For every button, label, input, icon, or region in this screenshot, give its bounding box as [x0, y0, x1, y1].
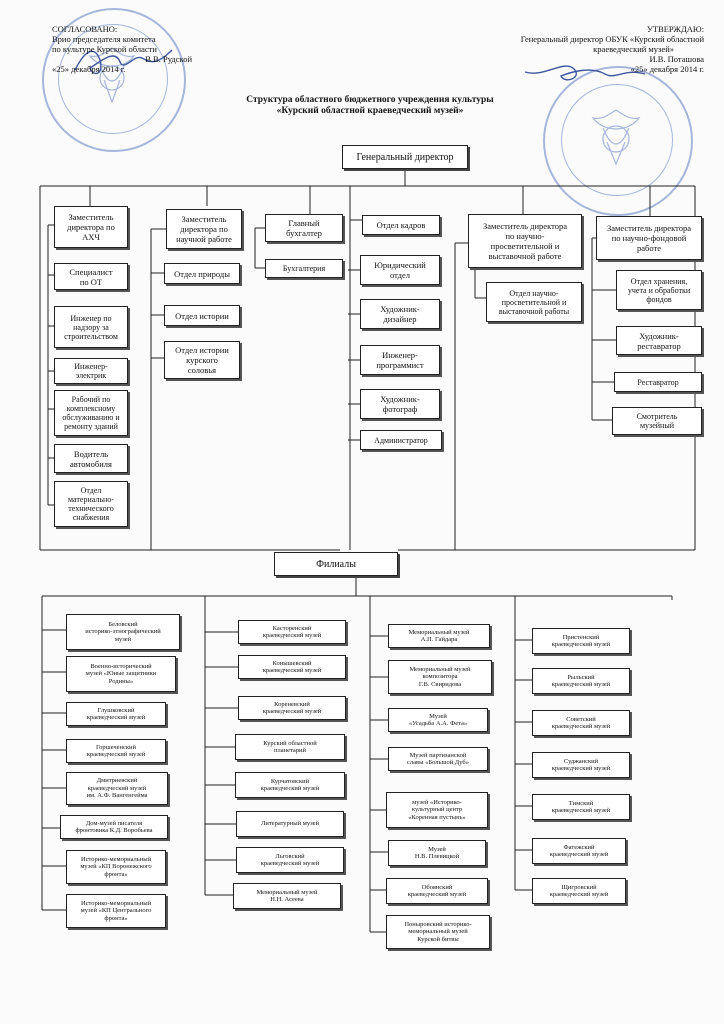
photographer-artist: Художник- фотограф: [360, 389, 440, 419]
branch-gaidar: Мемориальный музей А.П. Гайдара: [388, 624, 490, 648]
branch-lgovsky: Льговский краеведческий музей: [236, 847, 344, 873]
branch-timsky: Тимский краеведческий музей: [532, 794, 630, 820]
title-line-1: Структура областного бюджетного учрежден…: [246, 95, 494, 105]
deputy-director-ahch: Заместитель директора по АХЧ: [54, 206, 128, 248]
branch-sudzhansky: Суджанский краеведческий музей: [532, 752, 630, 778]
right-signature: [524, 65, 646, 81]
branch-literary: Литературный музей: [236, 811, 344, 837]
approval-left-label: СОГЛАСОВАНО:: [52, 24, 118, 34]
designer-artist: Художник- дизайнер: [360, 299, 440, 329]
accounting-department: Бухгалтерия: [265, 259, 343, 278]
left-signature: [74, 49, 173, 75]
branch-sviridov: Мемориальный музей композитора Г.В. Свир…: [388, 660, 492, 694]
legal-department: Юридический отдел: [360, 255, 440, 285]
title-line-2: «Курский областной краеведческий музей»: [276, 106, 464, 116]
software-engineer: Инженер- программист: [360, 345, 440, 375]
branch-kastorensky: Касторенский краеведческий музей: [238, 620, 346, 644]
construction-supervision-engineer: Инженер по надзору за строительством: [54, 306, 128, 348]
branch-shchigrovsky: Щигровский краеведческий музей: [532, 878, 626, 904]
branch-dmitrievsky: Дмитриевский краеведческий музей им. А.Ф…: [66, 772, 168, 805]
branch-belovsky: Беловский историко-этнографический музей: [66, 614, 180, 650]
deputy-director-fund: Заместитель директора по научно-фондовой…: [596, 216, 702, 260]
labor-safety-specialist: Специалист по ОТ: [54, 263, 128, 290]
branches-box: Филиалы: [274, 552, 398, 576]
driver: Водитель автомобиля: [54, 444, 128, 473]
electrical-engineer: Инженер- электрик: [54, 358, 128, 384]
approval-right: УТВЕРЖДАЮ: Генеральный директор ОБУК «Ку…: [478, 24, 704, 74]
branch-korennaya-pustyn: музей «Историко- культурный центр «Корен…: [386, 792, 488, 828]
approval-right-position: Генеральный директор ОБУК «Курский облас…: [520, 34, 704, 44]
branch-glushkovsky: Глушковский краеведческий музей: [66, 702, 166, 726]
approval-left-position: Врио председателя комитета: [52, 34, 156, 44]
approval-left-date: «25» декабря 2014 г.: [52, 64, 126, 74]
branch-kurchatovsky: Курчатовский краеведческий музей: [235, 772, 345, 798]
history-department: Отдел истории: [164, 305, 240, 326]
branch-rylsky: Рыльский краеведческий музей: [532, 668, 630, 694]
restorer: Реставратор: [614, 372, 702, 392]
branch-bolshoy-dub: Музей партизанской славы «Большой Дуб»: [388, 747, 488, 771]
approval-right-date: «25» декабря 2014 г.: [630, 64, 704, 74]
deputy-director-outreach: Заместитель директора по научно- просвет…: [468, 214, 582, 268]
branch-konyshevsky: Конышевский краеведческий музей: [238, 655, 346, 679]
approval-left-org: по культуре Курской области: [52, 44, 157, 54]
left-seal-stamp: [42, 8, 186, 152]
branch-sovetsky: Советский краеведческий музей: [532, 710, 630, 736]
maintenance-worker: Рабочий по комплексному обслуживанию и р…: [54, 390, 128, 436]
deputy-director-science: Заместитель директора по научной работе: [166, 209, 242, 249]
outreach-exhibition-department: Отдел научно- просветительной и выставоч…: [486, 282, 582, 322]
restorer-artist: Художник- реставратор: [616, 326, 702, 355]
page-title: Структура областного бюджетного учрежден…: [190, 95, 550, 117]
branch-planetarium: Курский областной планетарий: [235, 734, 345, 760]
museum-caretaker: Смотритель музейный: [612, 407, 702, 435]
hr-department: Отдел кадров: [362, 215, 440, 235]
approval-left: СОГЛАСОВАНО: Врио председателя комитета …: [52, 24, 192, 74]
branch-central-front: Историко-мемориальный музей «КП Централь…: [66, 894, 166, 928]
chief-accountant: Главный бухгалтер: [265, 214, 343, 242]
branch-pristensky: Пристенский краеведческий музей: [532, 628, 630, 654]
nature-department: Отдел природы: [164, 263, 240, 284]
material-supply-department: Отдел материально- технического снабжени…: [54, 481, 128, 527]
branch-gorshechensky: Горшеченский краеведческий музей: [66, 739, 166, 763]
branch-voronezh-front: Историко-мемориальный музей «КП Воронежс…: [66, 850, 166, 884]
approval-right-org: краеведческий музей»: [593, 44, 674, 54]
storage-accounting-department: Отдел хранения, учета и обработки фондов: [616, 270, 702, 310]
branch-plevitskaya: Музей Н.В. Плевицкой: [388, 840, 486, 866]
kursk-nightingale-history-department: Отдел истории курского соловья: [164, 341, 240, 379]
general-director-box: Генеральный директор: [342, 145, 468, 169]
approval-right-name: И.В. Поташова: [649, 54, 704, 64]
branch-vorobyev-house: Дом-музей писателя фронтовика К.Д. Вороб…: [60, 815, 168, 839]
right-seal-stamp: [543, 66, 693, 216]
approval-left-name: В.В. Рудской: [145, 54, 192, 64]
approval-right-label: УТВЕРЖДАЮ:: [646, 24, 704, 34]
branch-fatezhsky: Фатежский краеведческий музей: [532, 838, 626, 864]
branch-oboyansky: Обоянский краеведческий музей: [386, 878, 488, 904]
branch-ponyrovsky: Поныровский историко- мемориальный музей…: [386, 915, 490, 949]
branch-korenevsky: Кореневский краеведческий музей: [238, 696, 346, 720]
branch-young-defenders: Военно-исторический музей «Юные защитник…: [66, 656, 176, 692]
branch-fet-estate: Музей «Усадьба А.А. Фета»: [388, 708, 488, 732]
administrator: Администратор: [360, 430, 442, 450]
branch-aseev: Мемориальный музей Н.Н. Асеева: [233, 883, 341, 909]
